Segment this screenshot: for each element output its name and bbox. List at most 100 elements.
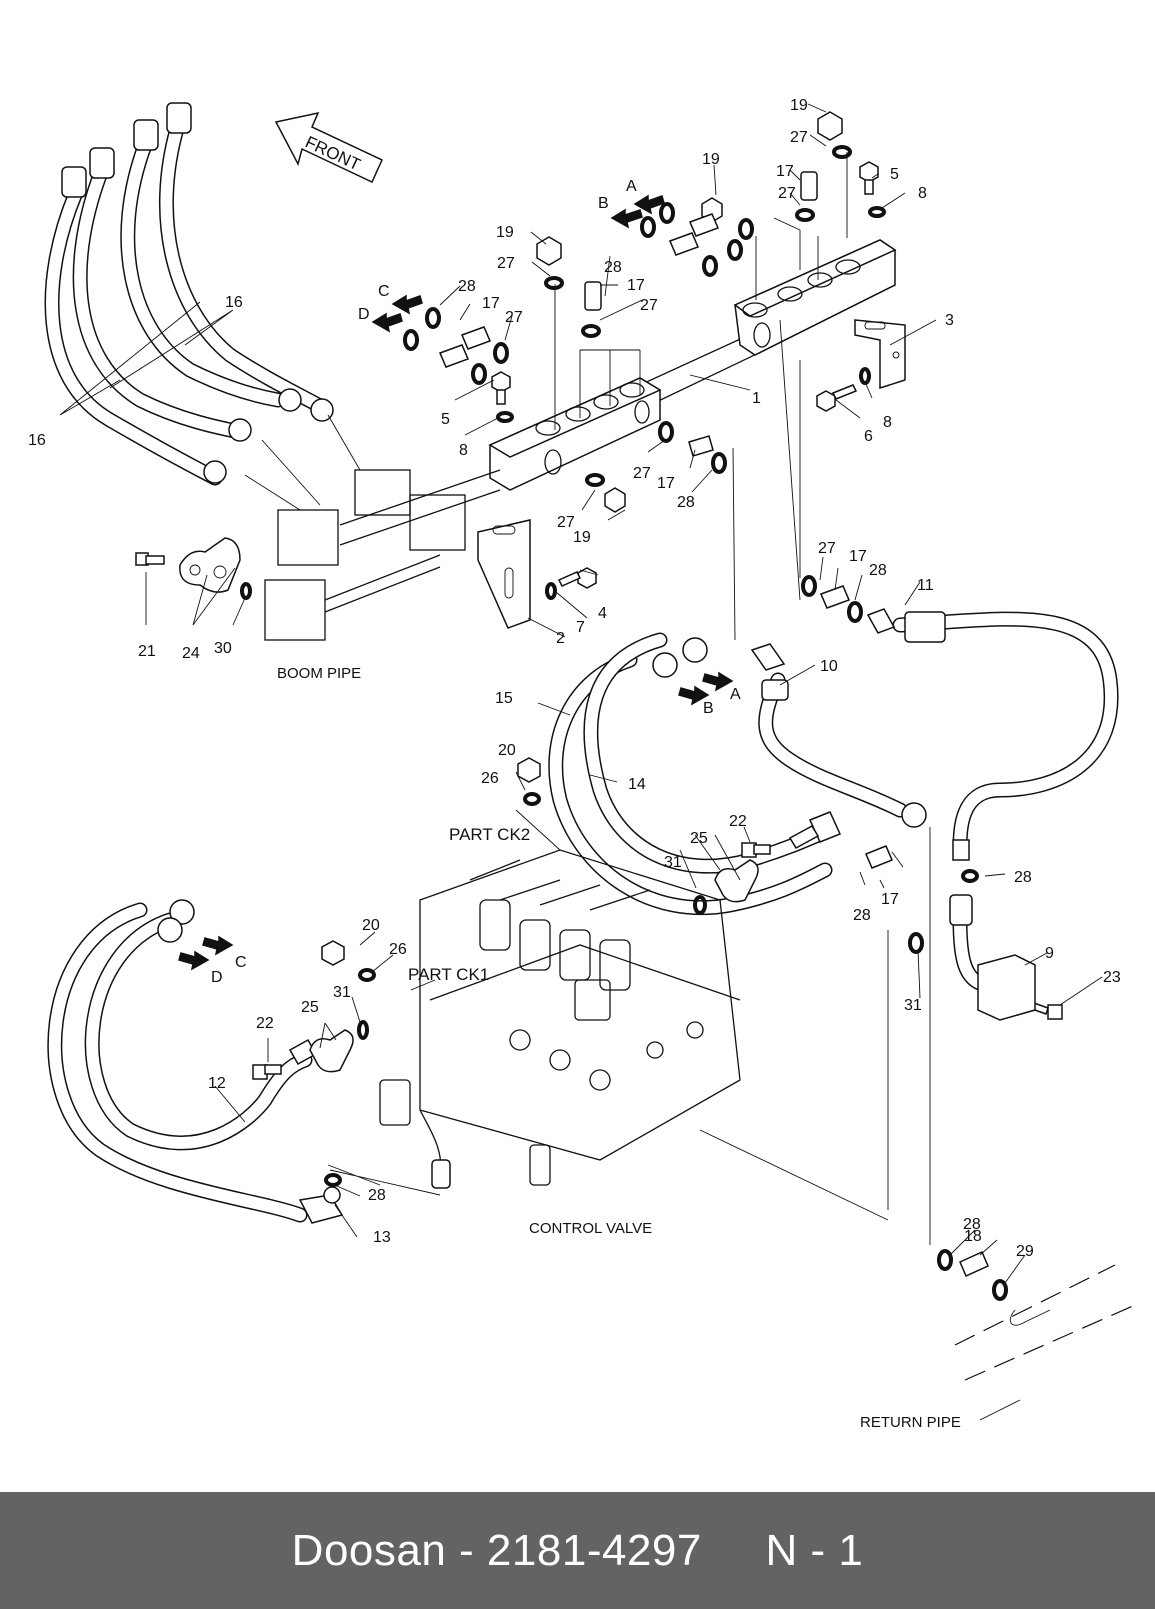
callout-label: 17 [776,163,794,180]
callout-label: 16 [28,432,46,449]
callout-label: 16 [225,294,243,311]
footer-text: Doosan - 2181-4297 N - 1 [291,1525,864,1575]
hydraulic-parts-diagram: FRONT [28,97,1136,1431]
callout-label: 26 [389,941,407,958]
callout-label: 20 [498,742,516,759]
bolts-20 [321,757,541,982]
callout-label: 19 [573,529,591,546]
callout-label: 12 [208,1075,226,1092]
callout-label: 17 [849,548,867,565]
callout-label: A [730,686,741,703]
callout-label: 11 [917,577,934,594]
callout-label: 7 [576,619,585,636]
callout-label: 14 [628,776,646,793]
callout-label: 27 [497,255,515,272]
callout-label: D [211,969,223,986]
callout-label: 17 [881,891,899,908]
callout-label: 2 [556,630,565,647]
callout-label: 6 [864,428,873,445]
tube-10 [750,643,927,828]
callout-label: 17 [482,295,500,312]
callout-label: 27 [790,129,808,146]
front-arrow: FRONT [274,111,383,184]
callout-label: 17 [657,475,675,492]
callout-label: C [378,283,390,300]
callout-label: 27 [818,540,836,557]
callout-label: 25 [301,999,319,1016]
callout-label: 28 [853,907,871,924]
callout-label: 24 [182,645,200,662]
callout-label: 31 [664,854,682,871]
callout-label: 18 [964,1228,982,1245]
pipe-9 [949,869,1036,1021]
callout-label: 26 [481,770,499,787]
callout-label: 28 [368,1187,386,1204]
callout-label: 3 [945,312,954,329]
callout-label: 20 [362,917,380,934]
captions: BOOM PIPE PART CK2 PART CK1 CONTROL VALV… [277,665,961,1431]
callout-label: A [626,178,637,195]
boom-pipe-caption: BOOM PIPE [277,665,361,682]
callout-label: 28 [869,562,887,579]
callout-label: 19 [790,97,808,114]
callout-label: 4 [598,605,607,622]
callout-label: 22 [256,1015,274,1032]
callout-label: B [598,195,609,212]
callout-label: 15 [495,690,513,707]
callout-label: 27 [778,185,796,202]
hoses-12 [47,899,344,1224]
flange-24 [135,537,252,600]
callout-label: 31 [904,997,922,1014]
boom-pipe-assembly [477,239,906,629]
callout-label: 25 [690,830,708,847]
callout-label: 9 [1045,945,1054,962]
footer-bar: Doosan - 2181-4297 N - 1 [0,1492,1155,1609]
callout-label: 30 [214,640,232,657]
direction-arrows [178,194,734,971]
callout-label: 28 [677,494,695,511]
callout-label: 29 [1016,1243,1034,1260]
callout-label: 8 [883,414,892,431]
callout-label: 27 [633,465,651,482]
callout-label: C [235,954,247,971]
callout-label: 5 [890,166,899,183]
leader-lines [59,103,1103,1284]
callout-label: 5 [441,411,450,428]
callout-label: 27 [640,297,658,314]
callout-label: 27 [557,514,575,531]
callout-label: D [358,306,370,323]
callout-label: 28 [458,278,476,295]
hose-11 [866,608,1119,861]
callout-labels: 1 2 3 4 5 5 6 7 8 8 8 9 10 11 12 13 14 1… [28,97,1121,1260]
callout-label: 13 [373,1229,391,1246]
part-ck1-caption: PART CK1 [408,965,489,984]
control-valve-caption: CONTROL VALVE [529,1220,652,1237]
callout-label: 28 [604,259,622,276]
callout-label: 19 [702,151,720,168]
callout-label: 28 [1014,869,1032,886]
callout-label: 10 [820,658,838,675]
callout-label: 28 [963,1216,981,1233]
callout-label: 19 [496,224,514,241]
return-pipe [937,1249,1136,1421]
callout-label: 8 [918,185,927,202]
hoses-16 [44,102,334,486]
flange-25-right [693,824,1063,1020]
callout-label: 23 [1103,969,1121,986]
callout-label: 22 [729,813,747,830]
return-pipe-caption: RETURN PIPE [860,1414,961,1431]
callout-label: 17 [627,277,645,294]
callout-label: 1 [752,390,761,407]
callout-label: 31 [333,984,351,1001]
upper-fittings [403,111,893,869]
callout-label: 21 [138,643,156,660]
boom-pipe-ghost [244,414,501,641]
flange-25-left [252,1020,369,1080]
hoses-14-15 [548,632,842,916]
part-ck2-caption: PART CK2 [449,825,530,844]
control-valve [379,849,741,1189]
o-ring-13 [324,1173,342,1187]
callout-label: 8 [459,442,468,459]
callout-label: B [703,700,714,717]
callout-label: 27 [505,309,523,326]
